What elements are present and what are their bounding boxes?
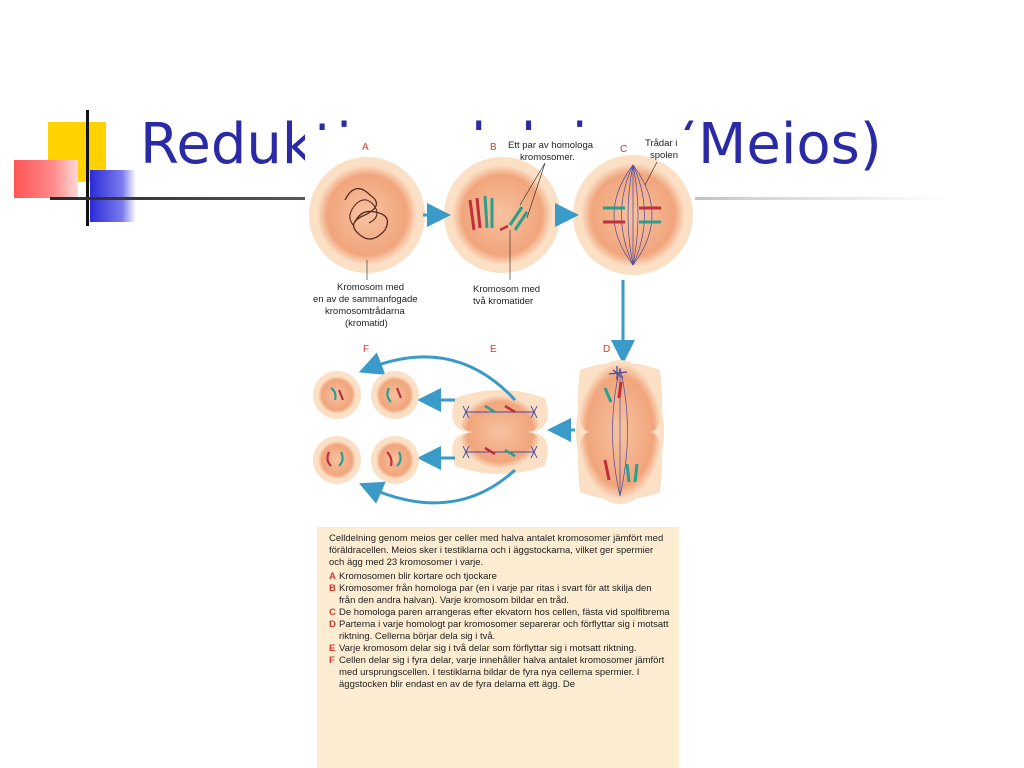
caption-step-e: E Varje kromosom delar sig i två delar s… xyxy=(329,643,670,655)
caption-step-text: Varje kromosom delar sig i två delar som… xyxy=(339,643,637,654)
caption-step-f: F Cellen delar sig i fyra delar, varje i… xyxy=(329,655,670,691)
cell-stage-d xyxy=(576,360,664,504)
label-homolog-pair-line2: kromosomer. xyxy=(520,152,575,163)
caption-step-text: De homologa paren arrangeras efter ekvat… xyxy=(339,607,670,618)
caption-step-text: Kromosomer från homologa par (en i varje… xyxy=(339,583,652,606)
stage-letter-d: D xyxy=(603,344,610,355)
label-threads-line2: spolen xyxy=(650,150,678,161)
caption-step-b: B Kromosomer från homologa par (en i var… xyxy=(329,583,670,607)
caption-box: Celldelning genom meios ger celler med h… xyxy=(317,527,679,768)
label-homolog-pair-line1: Ett par av homologa xyxy=(508,140,594,151)
meiosis-illustration: A B C Ett par av homologa kromosomer. Tr… xyxy=(309,138,693,505)
stage-letter-c: C xyxy=(620,144,627,155)
caption-step-text: Kromosomen blir kortare och tjockare xyxy=(339,571,497,582)
label-two-chromatids-line2: två kromatider xyxy=(473,296,533,307)
label-chromatid-line2: en av de sammanfogade xyxy=(313,294,418,305)
label-two-chromatids-line1: Kromosom med xyxy=(473,284,540,295)
caption-step-letter: D xyxy=(329,619,336,630)
vertical-line-decoration xyxy=(86,110,89,226)
blue-square-decoration xyxy=(90,170,136,222)
caption-step-letter: C xyxy=(329,607,336,618)
red-square-decoration xyxy=(14,160,78,198)
cell-stage-b xyxy=(444,157,560,273)
label-chromatid-line4: (kromatid) xyxy=(345,318,388,329)
label-chromatid-line1: Kromosom med xyxy=(337,282,404,293)
cell-stage-a xyxy=(309,157,425,273)
caption-step-letter: A xyxy=(329,571,336,582)
cell-stage-f xyxy=(313,371,419,484)
caption-step-letter: B xyxy=(329,583,336,594)
stage-letter-f: F xyxy=(363,344,369,355)
stage-letter-b: B xyxy=(490,142,497,153)
caption-step-letter: F xyxy=(329,655,335,666)
cell-stage-c xyxy=(573,155,693,275)
caption-step-text: Cellen delar sig i fyra delar, varje inn… xyxy=(339,655,665,690)
cell-stage-e xyxy=(452,390,548,474)
caption-step-letter: E xyxy=(329,643,336,654)
meiosis-diagram: A B C Ett par av homologa kromosomer. Tr… xyxy=(305,130,695,520)
label-threads-line1: Trådar i xyxy=(645,138,677,149)
stage-letter-e: E xyxy=(490,344,497,355)
caption-step-c: C De homologa paren arrangeras efter ekv… xyxy=(329,607,670,619)
caption-step-d: D Parterna i varje homologt par kromosom… xyxy=(329,619,670,643)
caption-step-a: A Kromosomen blir kortare och tjockare xyxy=(329,571,670,583)
label-chromatid-line3: kromosomtrådarna xyxy=(325,306,405,317)
caption-step-text: Parterna i varje homologt par kromosomer… xyxy=(339,619,669,642)
caption-intro: Celldelning genom meios ger celler med h… xyxy=(329,533,664,568)
stage-letter-a: A xyxy=(362,142,369,153)
